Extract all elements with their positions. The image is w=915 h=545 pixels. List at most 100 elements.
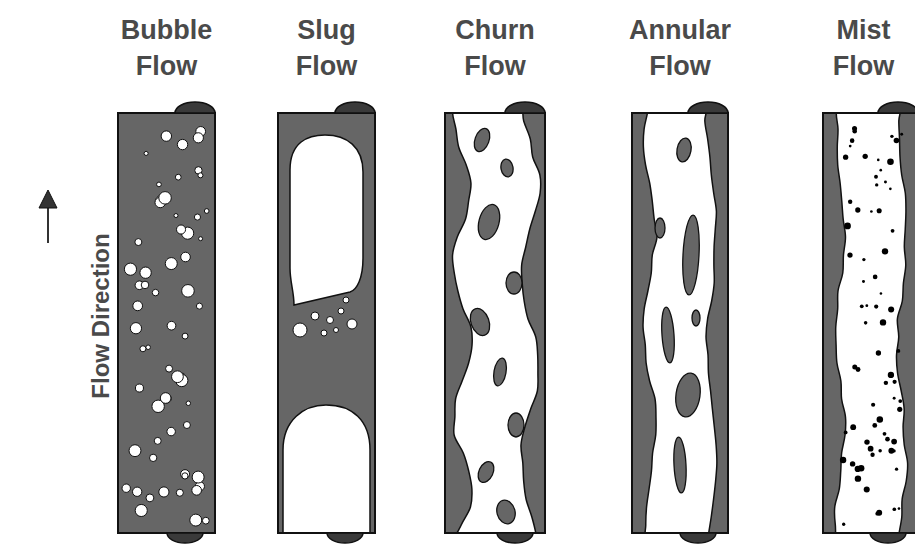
gas-bubble (167, 321, 176, 330)
liquid-blob (506, 272, 522, 294)
liquid-droplet (870, 210, 873, 213)
liquid-droplet (888, 306, 894, 312)
gas-bubble (176, 225, 185, 234)
pipe (118, 102, 215, 543)
liquid-droplet (862, 258, 865, 261)
gas-bubble (122, 484, 130, 492)
liquid-droplet (850, 424, 856, 430)
gas-bubble (343, 297, 349, 303)
liquid-droplet (889, 187, 892, 190)
liquid-droplet (887, 158, 894, 165)
liquid-droplet (882, 248, 888, 254)
gas-bubble (181, 470, 190, 479)
regime-title: Churn Flow (455, 12, 534, 84)
liquid-droplet (892, 449, 895, 452)
gas-bubble (167, 427, 175, 435)
flow-regime-pipe: Mist Flow (816, 12, 911, 533)
gas-bubble (140, 346, 146, 352)
gas-bubble (152, 289, 159, 296)
gas-core (834, 113, 907, 533)
liquid-droplet (900, 133, 903, 136)
liquid-droplet (865, 304, 868, 307)
liquid-droplet (884, 381, 888, 385)
gas-bubble (327, 317, 334, 324)
liquid-droplet (852, 364, 857, 369)
gas-bubble (160, 393, 171, 404)
gas-bubble (154, 437, 161, 444)
gas-bubble (293, 323, 307, 337)
gas-bubble (334, 328, 339, 333)
liquid-blob (660, 307, 676, 364)
gas-bubble (146, 494, 154, 502)
liquid-droplet (871, 403, 875, 407)
pipe-end-cap (327, 533, 363, 543)
liquid-droplet (875, 183, 878, 186)
regime-title: Annular Flow (629, 12, 731, 84)
arrow-shaft (47, 205, 49, 243)
axis-label: Flow Direction (87, 234, 115, 399)
pipe-contents (452, 113, 540, 533)
gas-bubble (161, 131, 171, 141)
liquid-blob (467, 306, 493, 338)
liquid-blob (492, 357, 509, 387)
gas-bubble (174, 214, 178, 218)
gas-bubble (172, 371, 184, 383)
pipe-end-cap (167, 533, 203, 543)
liquid-blob (475, 202, 504, 242)
liquid-blob (692, 310, 700, 326)
gas-bubble (204, 209, 209, 214)
taylor-bubble (283, 405, 370, 533)
liquid-droplet (860, 304, 864, 308)
liquid-blob (500, 158, 515, 178)
arrow-head (39, 190, 57, 208)
liquid-droplet (883, 432, 887, 436)
liquid-droplet (879, 169, 882, 172)
liquid-droplet (855, 475, 861, 481)
liquid-droplet (898, 399, 902, 403)
gas-bubble (130, 323, 141, 334)
pipe-contents (122, 127, 209, 527)
liquid-droplet (855, 207, 860, 212)
gas-bubble (146, 345, 151, 350)
gas-bubble (166, 365, 173, 372)
flow-regime-pipe: Churn Flow (445, 12, 545, 533)
gas-bubble (199, 237, 203, 241)
liquid-blob (475, 459, 497, 485)
liquid-droplet (862, 280, 865, 283)
liquid-droplet (870, 453, 874, 457)
gas-bubble (133, 301, 143, 311)
liquid-droplet (885, 437, 890, 442)
gas-bubble (182, 333, 188, 339)
gas-bubble (165, 258, 177, 270)
liquid-droplet (844, 223, 851, 230)
liquid-droplet (898, 507, 901, 510)
pipe-end-cap (870, 533, 906, 543)
liquid-droplet (888, 372, 894, 378)
flow-regime-pipe: Annular Flow (624, 12, 736, 533)
gas-bubble (177, 139, 187, 149)
gas-bubble (338, 308, 344, 314)
liquid-droplet (868, 446, 874, 452)
pipe-end-cap (175, 102, 215, 113)
liquid-droplet (844, 430, 848, 434)
pipe-contents (834, 113, 907, 533)
liquid-droplet (840, 457, 846, 463)
liquid-droplet (842, 523, 845, 526)
gas-bubble (135, 239, 142, 246)
gas-bubble (183, 422, 190, 429)
liquid-droplet (880, 292, 883, 295)
gas-bubble (192, 485, 202, 495)
liquid-droplet (880, 319, 886, 325)
liquid-blob (494, 498, 518, 526)
liquid-blob (471, 126, 492, 153)
pipe-end-cap (497, 533, 533, 543)
liquid-droplet (863, 154, 868, 159)
gas-bubble (193, 133, 203, 143)
pipe (445, 91, 545, 545)
gas-bubble (175, 174, 181, 180)
gas-bubble (141, 281, 149, 289)
liquid-droplet (877, 159, 880, 162)
gas-bubble (196, 303, 202, 309)
pipe-contents (283, 135, 370, 533)
